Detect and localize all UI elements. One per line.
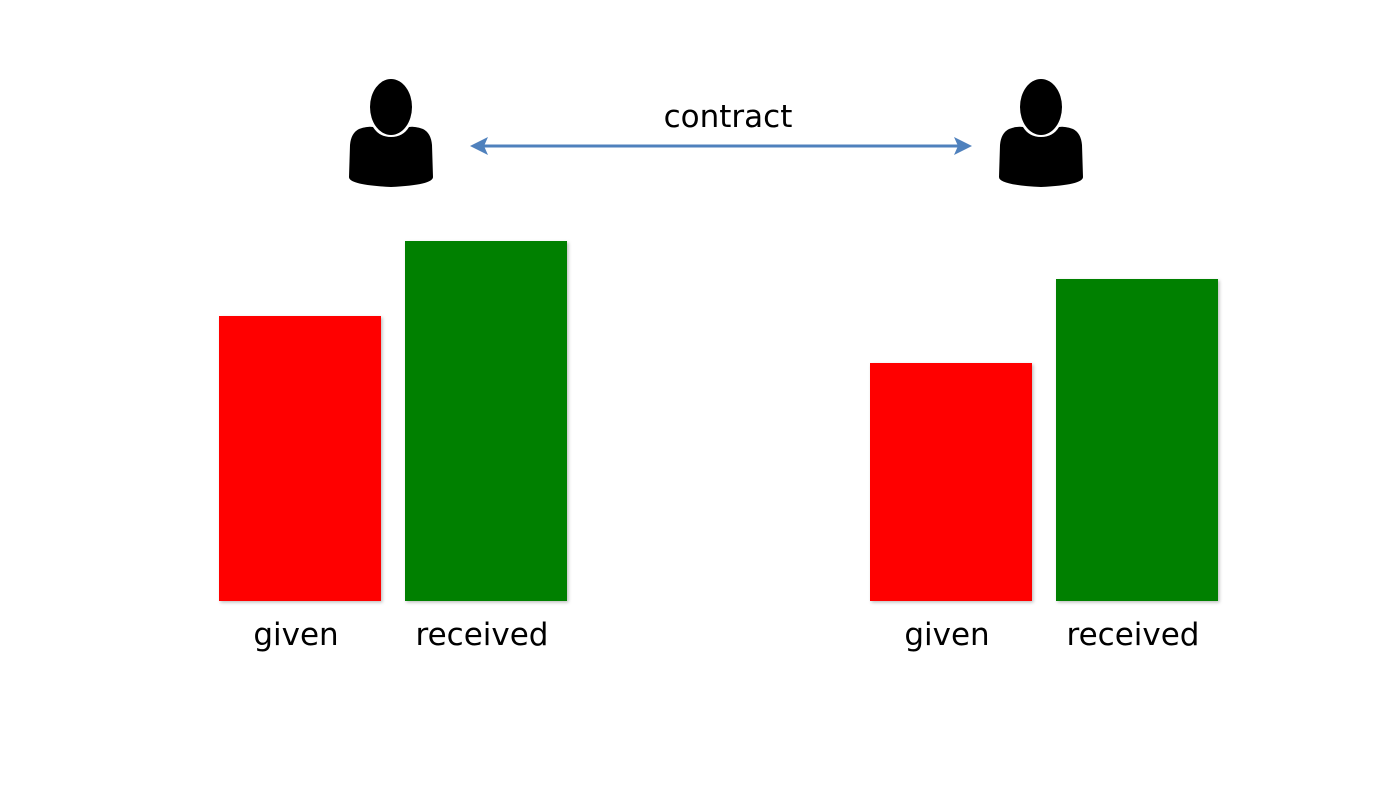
left-received-label: received (416, 617, 549, 653)
right-received-bar (1056, 279, 1218, 601)
right-received-label: received (1067, 617, 1200, 653)
right-party-bars: given received (870, 279, 1218, 653)
right-party (999, 79, 1083, 187)
left-party (349, 79, 433, 187)
person-icon (999, 79, 1083, 187)
right-given-label: given (904, 617, 989, 653)
arrow-head-right-icon (954, 137, 972, 155)
person-icon (349, 79, 433, 187)
left-given-label: given (253, 617, 338, 653)
left-received-bar (405, 241, 567, 601)
arrow-head-left-icon (470, 137, 488, 155)
right-given-bar (870, 363, 1032, 601)
left-given-bar (219, 316, 381, 601)
contract-arrow: contract (470, 99, 972, 155)
contract-label: contract (664, 99, 793, 135)
left-party-bars: given received (219, 241, 567, 653)
